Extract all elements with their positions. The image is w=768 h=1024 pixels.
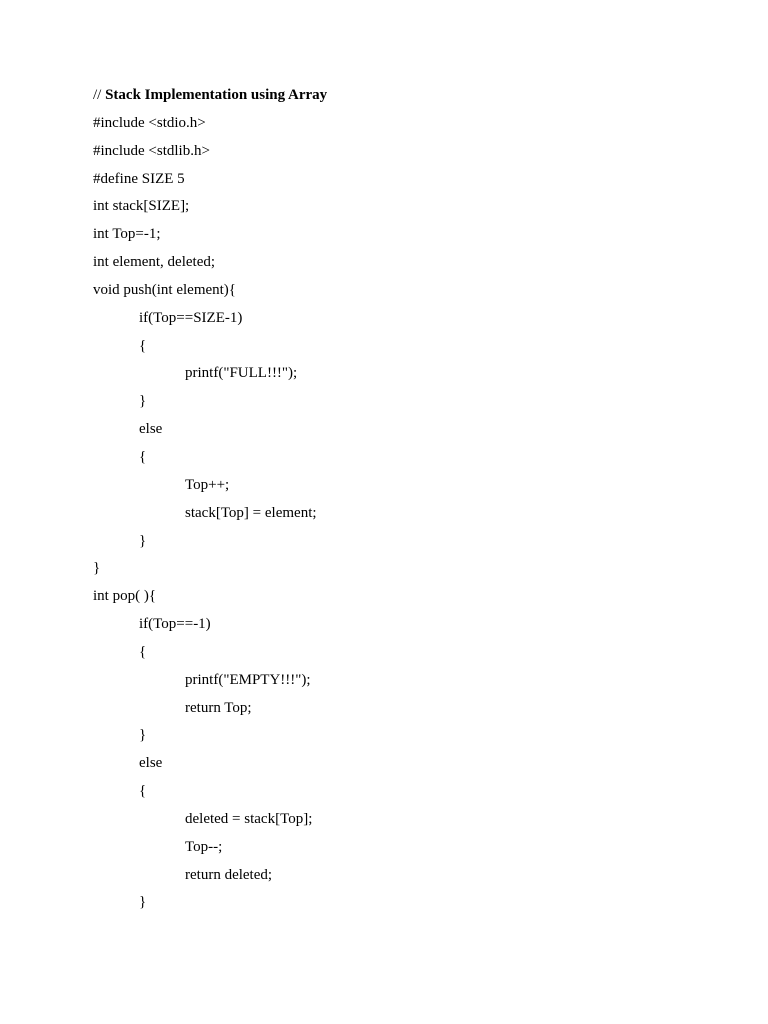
code-line: Top--; [185,838,223,855]
code-comment-line: // Stack Implementation using Array [0,82,768,110]
comment-title: Stack Implementation using Array [105,87,328,103]
code-line: printf("FULL!!!"); [185,365,298,382]
code-line: Top++; [185,476,230,493]
code-line: } [93,560,101,577]
code-line: deleted = stack[Top]; [185,810,313,827]
comment-prefix: // [93,87,106,103]
code-line: #include <stdlib.h> [93,142,210,159]
code-line: { [139,337,147,354]
code-line: return deleted; [185,866,273,883]
code-line: } [139,727,147,744]
code-line: #include <stdio.h> [93,114,206,131]
code-line: { [139,783,147,800]
code-line: { [139,448,147,465]
code-line: } [139,532,147,549]
code-line: if(Top==-1) [139,616,211,633]
code-line: int Top=-1; [93,226,161,243]
code-line: } [139,393,147,410]
code-line: if(Top==SIZE-1) [139,309,243,326]
code-line: int element, deleted; [93,254,216,271]
code-line: stack[Top] = element; [185,504,317,521]
code-line: printf("EMPTY!!!"); [185,671,311,688]
code-line: } [139,894,147,911]
code-line: else [139,755,163,772]
code-line: return Top; [185,699,252,716]
code-line: int stack[SIZE]; [93,198,190,215]
code-line: #define SIZE 5 [93,170,185,187]
code-line: int pop( ){ [93,588,157,605]
code-line: { [139,643,147,660]
code-line: void push(int element){ [93,281,237,298]
code-listing: // Stack Implementation using Array #inc… [0,82,768,917]
code-line: else [139,421,163,438]
